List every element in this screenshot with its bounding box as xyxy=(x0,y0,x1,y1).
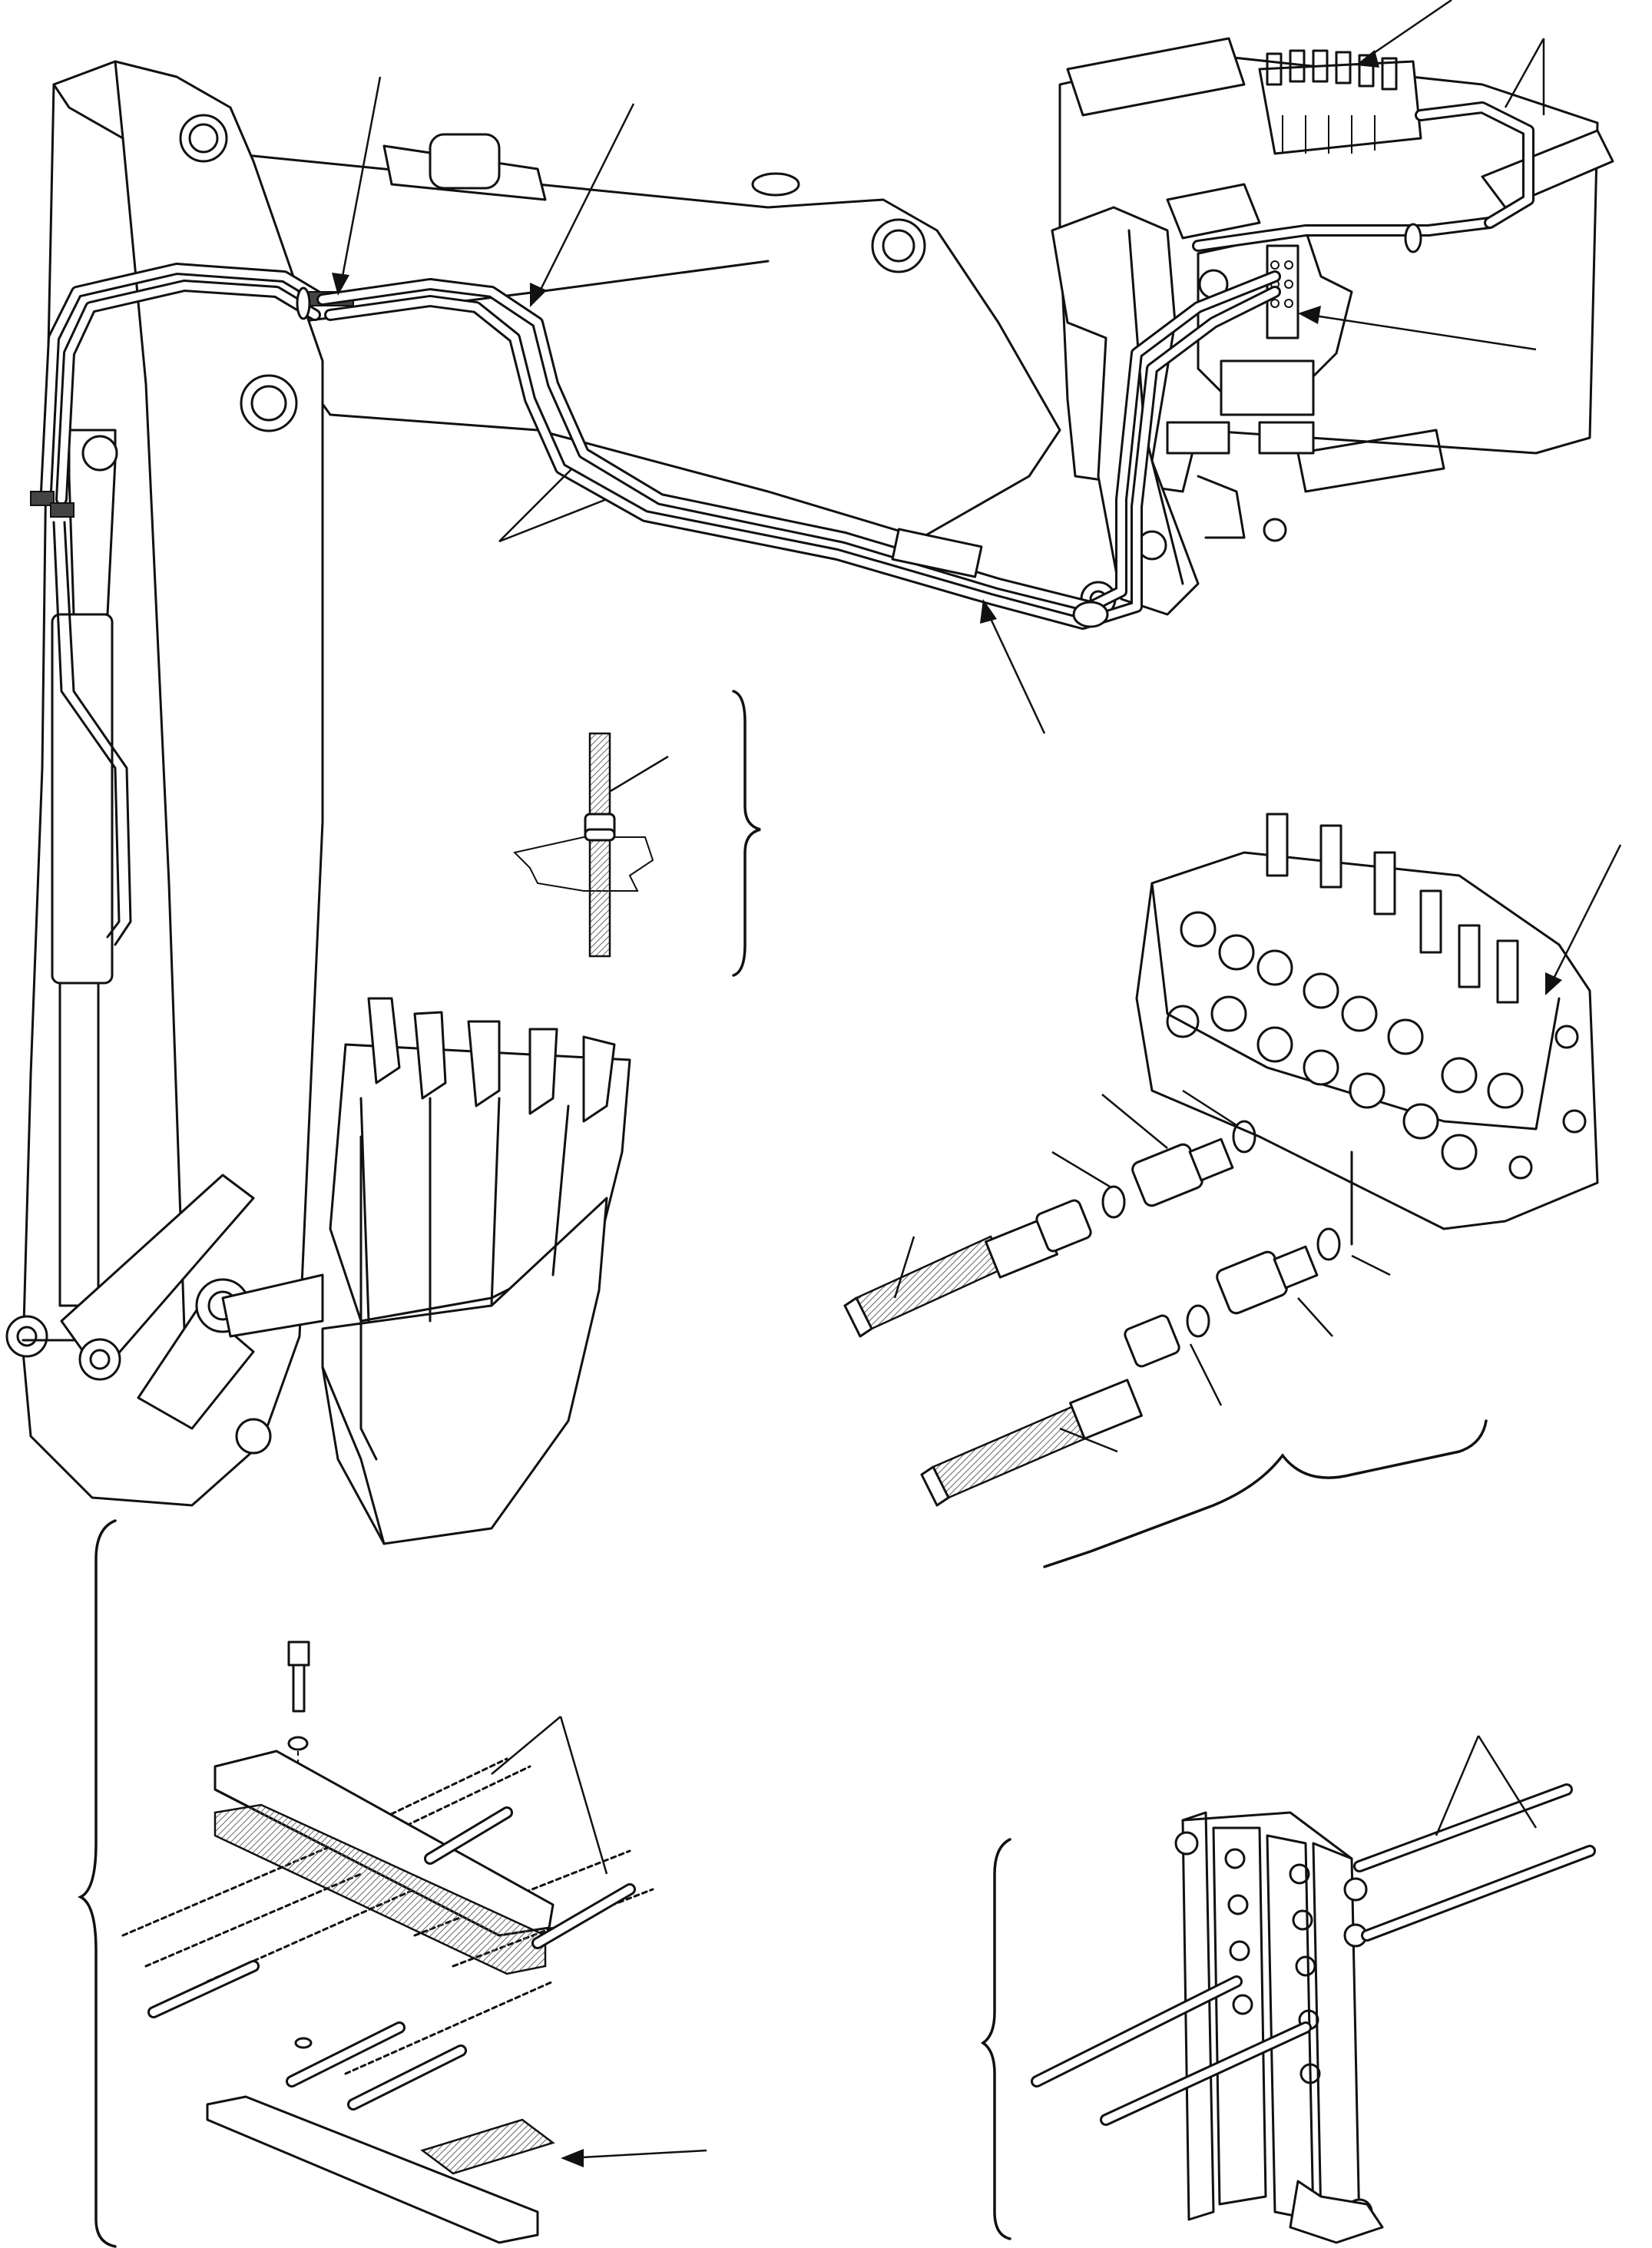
hose-bracket-plate-detail xyxy=(78,1519,707,2248)
backhoe-boom-and-arm xyxy=(5,0,1614,1545)
boom-hoses xyxy=(296,101,1534,630)
lower-adapter-hose xyxy=(920,1150,1391,1507)
upper-adapter-hose xyxy=(843,1089,1256,1338)
bucket-cylinder xyxy=(5,429,140,1358)
view1-callouts xyxy=(332,0,1545,734)
bucket-linkage xyxy=(60,1174,324,1455)
bucket xyxy=(321,997,631,1545)
hose-clamp-detail xyxy=(513,690,761,977)
hose-support-post-detail xyxy=(980,1735,1596,2244)
rear-frame xyxy=(1058,37,1614,542)
control-valve-connections xyxy=(843,813,1622,1568)
upper-valve-block xyxy=(1258,49,1422,339)
